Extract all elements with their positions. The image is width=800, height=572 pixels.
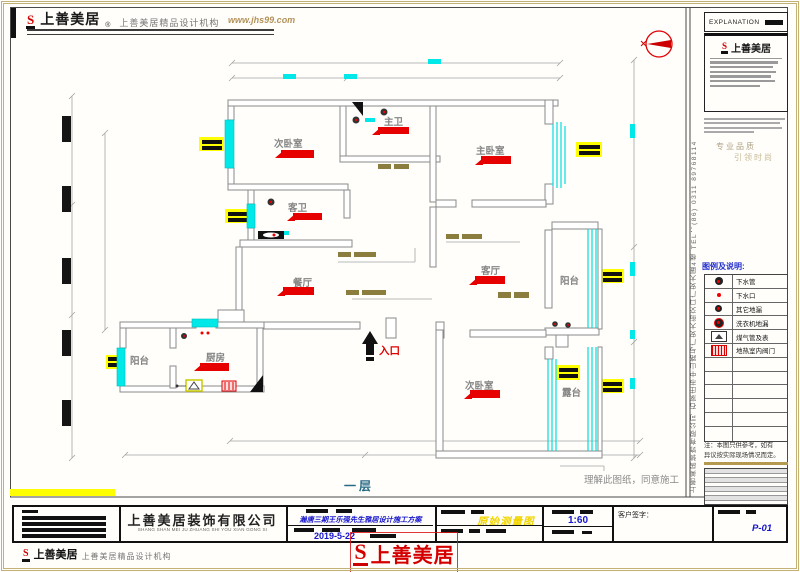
registered-mark: ®	[105, 22, 111, 29]
room-label-marks	[194, 127, 511, 399]
drain-pipe-icon	[705, 275, 733, 288]
dimension-text-redacted	[62, 59, 635, 426]
sidebar-note: 注：本图只供参考，如有 异议按实际现场情况而定。	[704, 442, 780, 459]
sidebar-revision-rows	[704, 468, 788, 505]
cell-divider	[612, 507, 614, 541]
titleblock-company: 上善美居装饰有限公司	[127, 513, 278, 528]
header: S 上善美居 ® 上善美居精品设计机构	[26, 9, 219, 29]
explanation-redacted-bar	[765, 19, 783, 25]
room-label-living: 客厅	[480, 265, 501, 277]
company-stamp: S 上善美居	[350, 532, 458, 572]
washer-floor-drain-icon	[705, 316, 733, 330]
company-logo-icon: S	[353, 538, 368, 566]
room-label-master-bedroom: 主卧室	[476, 145, 505, 157]
drawing-date: 2019-5-22	[314, 531, 356, 541]
legend-row-empty	[705, 371, 787, 386]
legend-row-empty	[705, 385, 787, 400]
north-arrow-icon	[640, 30, 673, 58]
legend-table: 下水管 下水口 其它地漏 洗衣机地漏 煤气管及表 地热室内阀门	[704, 274, 788, 442]
sheet-number: P-01	[752, 523, 773, 534]
legend-row-empty	[705, 357, 787, 372]
sidebar-logo-text: 上善美居	[731, 44, 771, 55]
drawing-title: 原始测量图	[477, 516, 535, 528]
entrance-marker: 入口	[362, 331, 400, 361]
cell-divider	[435, 507, 437, 541]
other-floor-drain-icon	[705, 302, 733, 316]
title-block: 上善美居装饰有限公司 SHANG SHAN MEI JU ZHUANG SHI …	[12, 505, 788, 543]
legend-row: 下水管	[705, 275, 787, 289]
legend-row-empty	[705, 426, 787, 441]
windows	[116, 118, 597, 451]
explanation-title: EXPLANATION	[709, 18, 760, 26]
room-labels: 次卧室 主卫 主卧室 客卫 餐厅 客厅 阳台 次卧室 露台 阳台 厨房	[130, 116, 582, 399]
room-label-terrace: 露台	[562, 387, 582, 399]
room-label-bedroom2-bottom: 次卧室	[465, 380, 494, 392]
legend-row-empty	[705, 412, 787, 427]
cell-divider	[712, 507, 714, 541]
heating-indoor-valve-icon	[705, 343, 733, 357]
sidebar-explanation-box: EXPLANATION	[704, 12, 788, 32]
annotation-bars	[338, 164, 529, 298]
room-label-master-bath: 主卫	[384, 116, 404, 128]
floor-label: 一层	[344, 479, 374, 493]
room-label-bedroom2-top: 次卧室	[274, 138, 303, 150]
scale-value: 1:60	[567, 515, 588, 526]
drain-outlet-icon	[705, 288, 733, 302]
legend-row: 煤气管及表	[705, 330, 787, 344]
fixtures	[175, 102, 571, 392]
cell-divider	[542, 507, 544, 541]
legend-row-empty	[705, 399, 787, 413]
fine-print-redacted	[710, 61, 782, 88]
sidebar-vertical-company-info: 上善美居装饰有限公司 石家庄市中山路与广安大街交口广安大厦4楼 TEL：(86)…	[691, 140, 698, 493]
brand-slogan-1: 专业品质	[716, 142, 756, 151]
header-underline	[27, 29, 274, 35]
room-label-guest-bath: 客卫	[287, 202, 308, 214]
sidebar-divider	[704, 462, 788, 465]
website-link[interactable]: www.jhs99.com	[228, 15, 296, 25]
approval-note: 理解此图纸，同意施工	[584, 474, 680, 486]
room-label-balcony-left: 阳台	[130, 355, 150, 367]
project-name: 瀚唐三期王乐强先生雅居设计施工方案	[299, 515, 422, 524]
sidebar-info-box: S 上善美居	[704, 33, 788, 112]
gas-pipe-meter-icon	[705, 330, 733, 343]
fine-print-redacted	[704, 115, 788, 136]
legend-row: 洗衣机地漏	[705, 316, 787, 331]
walls	[119, 99, 603, 459]
room-label-kitchen: 厨房	[206, 352, 225, 364]
header-tagline: 上善美居精品设计机构	[119, 18, 220, 28]
footer-brand: S 上善美居 上善美居精品设计机构	[22, 546, 172, 562]
sidebar-logo-row: S 上善美居	[710, 40, 782, 59]
brand-slogan-2: 引领时尚	[734, 153, 774, 162]
legend-row: 下水口	[705, 288, 787, 303]
footer-tagline: 上善美居精品设计机构	[81, 552, 172, 561]
cell-divider	[286, 507, 288, 541]
drawing-frame	[10, 7, 788, 498]
room-label-dining: 餐厅	[292, 277, 313, 289]
signature-label[interactable]: 客户签字：	[618, 512, 653, 519]
entrance-label: 入口	[379, 345, 400, 357]
highlight-bar	[10, 489, 115, 496]
footer-logo-text: 上善美居	[33, 549, 78, 561]
header-black-bar	[10, 8, 16, 38]
company-logo-icon: S	[26, 12, 36, 29]
header-logo-text: 上善美居	[40, 11, 101, 27]
legend-row: 地热室内阀门	[705, 343, 787, 358]
titleblock-company-pinyin: SHANG SHAN MEI JU ZHUANG SHI YOU XIAN GO…	[137, 527, 268, 532]
legend-title: 图例及说明:	[702, 262, 745, 271]
company-logo-icon: S	[22, 549, 30, 562]
cell-divider	[119, 507, 121, 541]
company-logo-icon: S	[720, 41, 728, 54]
legend-row: 其它地漏	[705, 302, 787, 317]
room-label-balcony-right: 阳台	[560, 275, 580, 287]
